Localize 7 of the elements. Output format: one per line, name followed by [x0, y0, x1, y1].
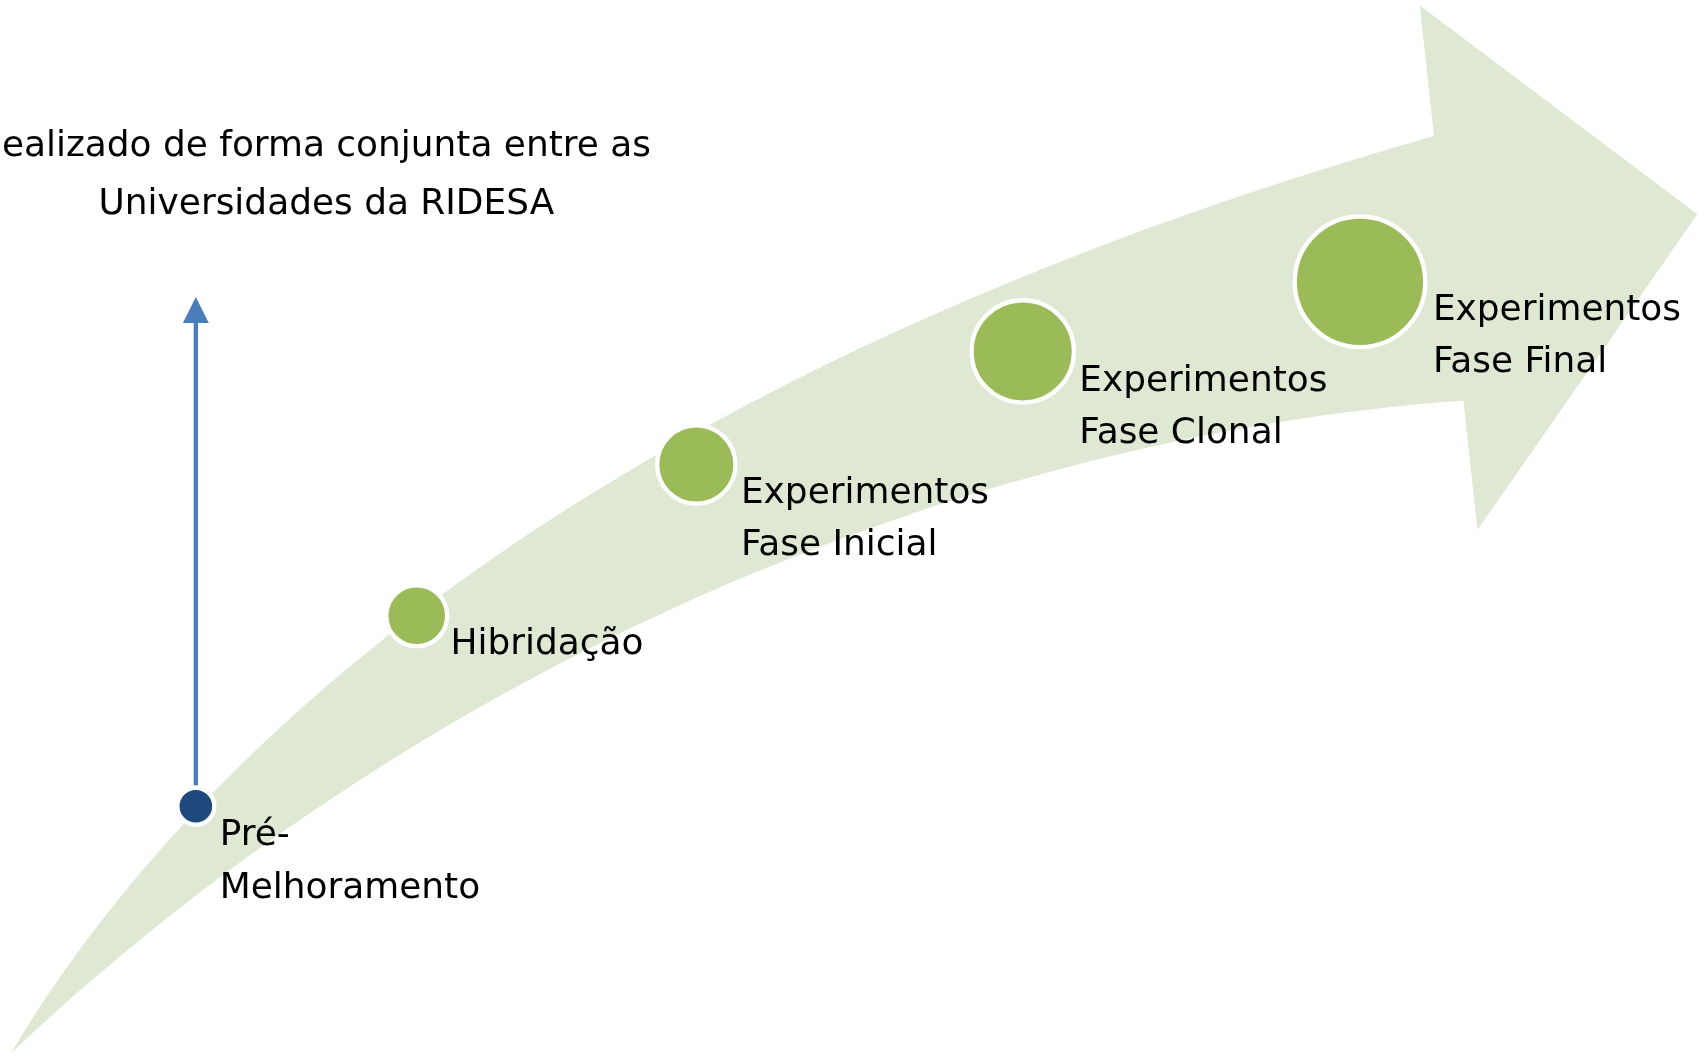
step-label: Hibridação: [450, 619, 645, 665]
step-label: Pré- Melhoramento: [219, 810, 482, 909]
step-label: Experimentos Fase Inicial: [740, 467, 991, 566]
step-label: Experimentos Fase Final: [1432, 285, 1683, 383]
step-label: Experimentos Fase Clonal: [1079, 355, 1329, 454]
note-text: ealizado de forma conjunta entre as Universidades da RIDESA: [0, 120, 652, 226]
arrow: [182, 297, 209, 786]
